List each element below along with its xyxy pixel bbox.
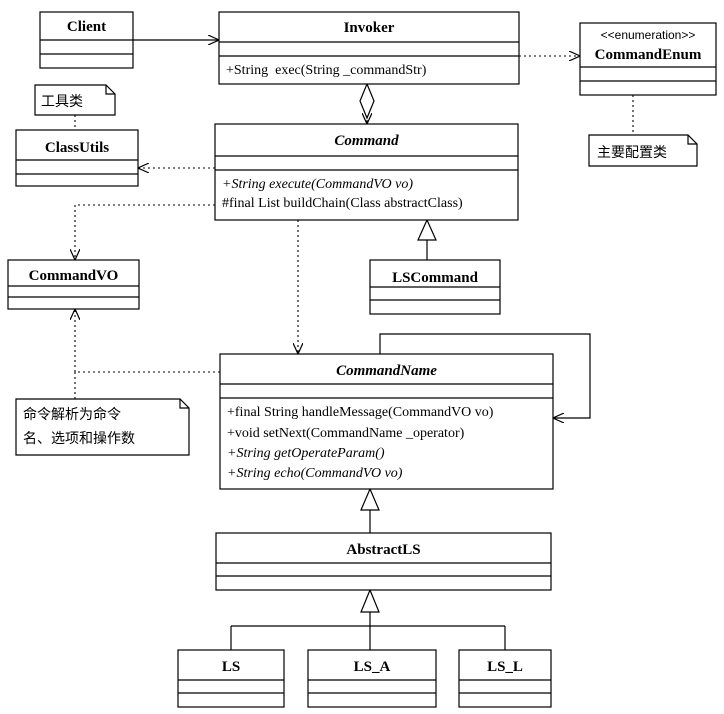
ls-abstractls-generalization [230,588,506,650]
class-utils-class[interactable]: ClassUtils [15,129,139,187]
abstract-ls-class[interactable]: AbstractLS [215,532,552,591]
command-enum-class-name: CommandEnum [595,47,702,63]
abstractls-commandname-generalization [360,487,380,533]
client-class[interactable]: Client [39,11,134,69]
invoker-class-name: Invoker [344,20,395,36]
command-name-method-echo: +String echo(CommandVO vo) [227,466,403,481]
ls-l-class-name: LS_L [487,659,523,675]
command-name-class[interactable]: CommandName +final String handleMessage(… [219,353,554,490]
command-method-execute: +String execute(CommandVO vo) [222,177,413,192]
command-name-class-name: CommandName [336,363,437,379]
class-utils-class-name: ClassUtils [45,140,109,156]
ls-class-name: LS [222,659,240,675]
command-commandvo-dependency [75,204,215,260]
tools-note-text: 工具类 [41,94,83,110]
invoker-command-aggregation [359,82,375,124]
ls-class[interactable]: LS [177,649,285,708]
ls-l-class[interactable]: LS_L [458,649,552,708]
invoker-class[interactable]: Invoker +String exec(String _commandStr) [218,11,520,85]
parse-note-line1: 命令解析为命令 [23,406,121,423]
command-method-buildchain: #final List buildChain(Class abstractCla… [222,196,463,211]
client-class-name: Client [67,19,106,35]
parse-note-line2: 名、选项和操作数 [23,431,135,447]
command-enum-stereotype: <<enumeration>> [601,28,696,42]
command-class-name: Command [334,133,399,149]
commandname-self-association [379,333,591,418]
ls-command-class-name: LSCommand [392,270,479,286]
command-name-method-getoperateparam: +String getOperateParam() [227,446,385,461]
command-name-method-handlemessage: +final String handleMessage(CommandVO vo… [227,405,494,420]
config-note[interactable]: 主要配置类 [588,134,698,167]
parse-note[interactable]: 命令解析为命令 名、选项和操作数 [15,398,190,456]
ls-a-class[interactable]: LS_A [307,649,437,708]
command-vo-class-name: CommandVO [29,268,119,284]
lscommand-command-generalization [417,218,437,260]
ls-command-class[interactable]: LSCommand [369,259,501,315]
config-note-text: 主要配置类 [597,145,667,161]
abstract-ls-class-name: AbstractLS [346,542,420,558]
ls-a-class-name: LS_A [354,659,391,675]
commandname-commandvo-dependency [75,309,220,373]
invoker-method-exec: +String exec(String _commandStr) [226,63,427,78]
command-name-method-setnext: +void setNext(CommandName _operator) [227,426,465,441]
tools-note[interactable]: 工具类 [34,84,116,116]
command-vo-class[interactable]: CommandVO [7,259,140,310]
command-class[interactable]: Command +String execute(CommandVO vo) #f… [214,123,519,221]
command-enum-class[interactable]: <<enumeration>> CommandEnum [579,22,717,96]
